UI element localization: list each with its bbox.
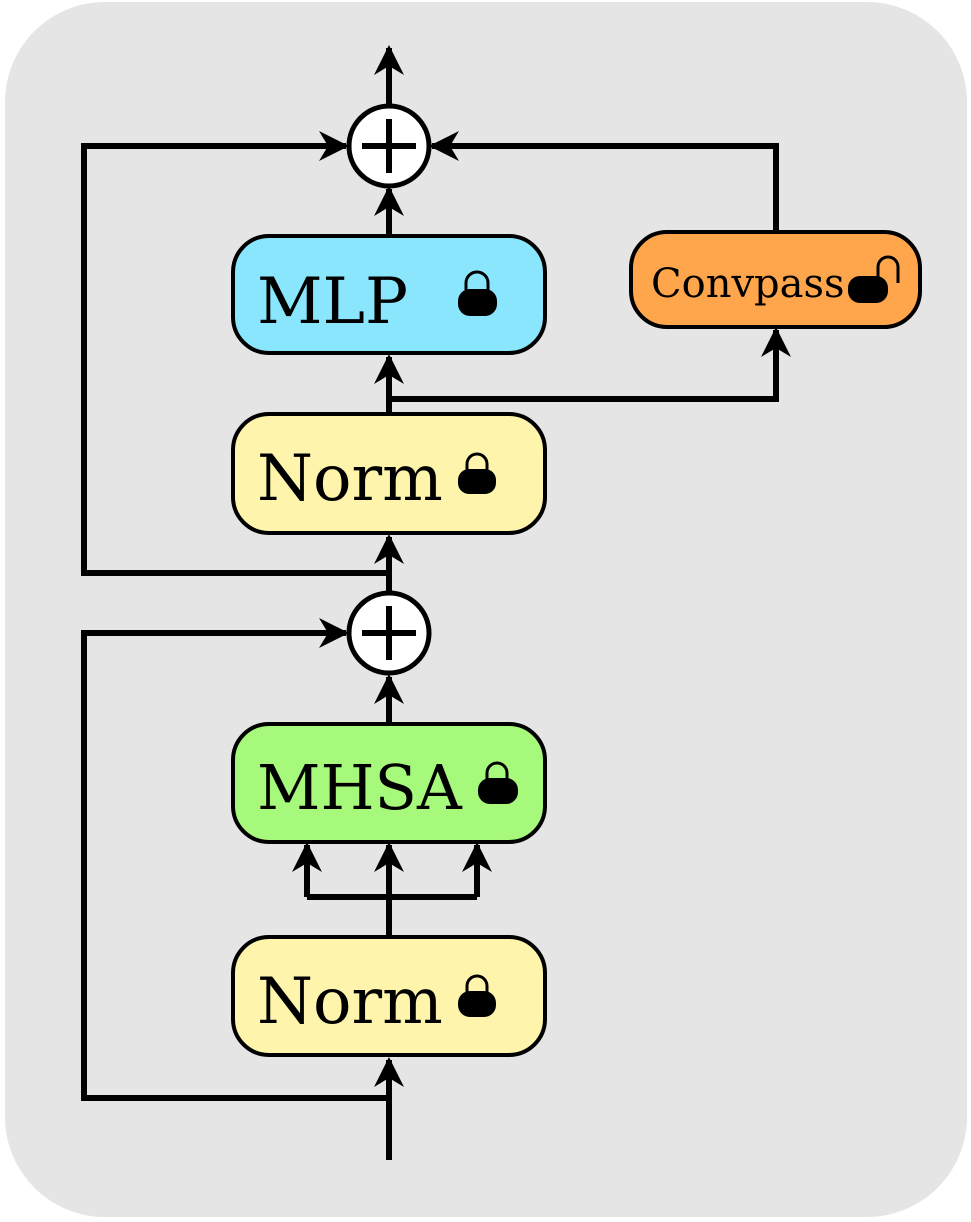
mlp-label: MLP — [257, 265, 408, 339]
arrow-convpass-to-adder — [429, 131, 779, 231]
unlocked-padlock-icon — [848, 255, 900, 303]
norm-upper-label: Norm — [257, 442, 443, 516]
residual-skip-lower — [81, 618, 389, 1101]
arrow-norm-to-convpass — [389, 327, 791, 402]
norm-lower-block: Norm — [231, 935, 547, 1057]
adder-lower — [346, 590, 432, 676]
locked-padlock-icon — [458, 974, 496, 1017]
locked-padlock-icon — [458, 452, 496, 494]
convpass-block: Convpass — [629, 230, 922, 329]
mhsa-label: MHSA — [257, 751, 463, 824]
adder-upper — [346, 103, 432, 189]
convpass-label: Convpass — [651, 261, 845, 307]
norm-lower-label: Norm — [257, 965, 443, 1039]
mhsa-block: MHSA — [231, 722, 547, 844]
mlp-block: MLP — [231, 234, 547, 355]
locked-padlock-icon — [458, 270, 497, 316]
locked-padlock-icon — [478, 761, 518, 804]
connection-wires — [81, 45, 791, 1160]
norm-upper-block: Norm — [231, 412, 547, 535]
residual-skip-upper — [81, 131, 389, 576]
